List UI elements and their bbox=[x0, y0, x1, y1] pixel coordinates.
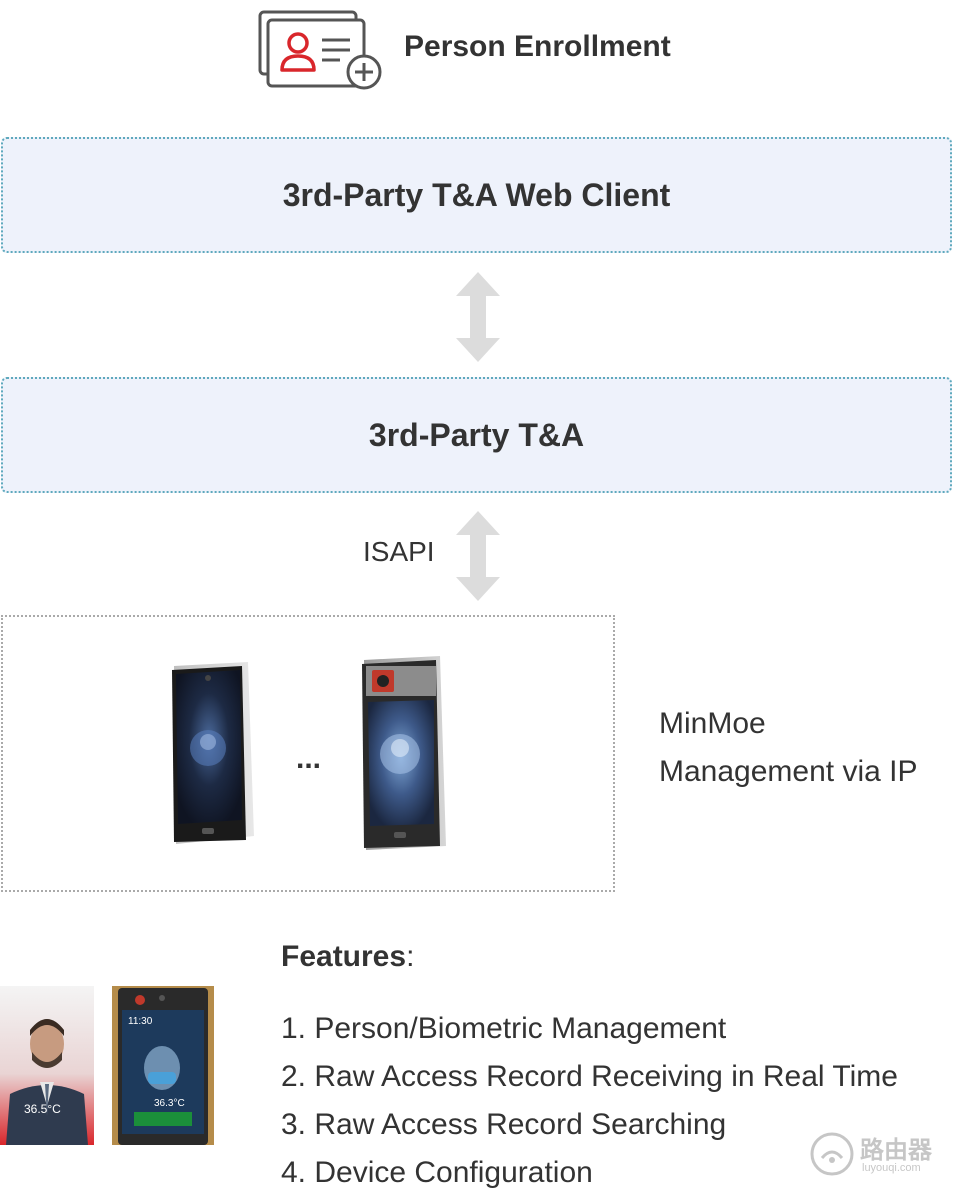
feature-item: 1. Person/Biometric Management bbox=[281, 1012, 727, 1045]
feature-item: 2. Raw Access Record Receiving in Real T… bbox=[281, 1060, 898, 1093]
ellipsis: ... bbox=[296, 742, 322, 775]
features-title: Features bbox=[281, 940, 407, 973]
feature-item: 3. Raw Access Record Searching bbox=[281, 1108, 727, 1141]
isapi-label: ISAPI bbox=[363, 536, 435, 567]
web-client-label: 3rd-Party T&A Web Client bbox=[282, 176, 671, 213]
device-caption-line2: Management via IP bbox=[659, 755, 918, 788]
face-terminal-device bbox=[172, 662, 254, 844]
bidirectional-arrow-icon bbox=[456, 511, 500, 601]
ta-label: 3rd-Party T&A bbox=[368, 416, 585, 453]
device-caption-line1: MinMoe bbox=[659, 707, 766, 740]
features-heading: Features: bbox=[281, 940, 414, 974]
terminal-photo: 11:30 36.3°C bbox=[112, 986, 214, 1145]
watermark: 路由器 luyouqi.com bbox=[810, 1128, 950, 1188]
enrollment-photo: 36.5°C bbox=[0, 986, 94, 1145]
face-terminal-device bbox=[362, 656, 446, 850]
watermark-sub: luyouqi.com bbox=[862, 1162, 921, 1174]
features-list: 1. Person/Biometric Management 2. Raw Ac… bbox=[281, 1005, 898, 1197]
terminal-photo-image bbox=[112, 986, 214, 1145]
page-title: Person Enrollment bbox=[404, 30, 671, 63]
temperature-readout: 36.3°C bbox=[154, 1098, 185, 1109]
time-readout: 11:30 bbox=[128, 1016, 153, 1027]
features-title-suffix: : bbox=[406, 940, 415, 973]
bidirectional-arrow-icon bbox=[456, 272, 500, 362]
person-photo-image bbox=[0, 986, 94, 1145]
device-group bbox=[1, 615, 615, 892]
feature-item: 4. Device Configuration bbox=[281, 1156, 593, 1189]
temperature-readout: 36.5°C bbox=[24, 1102, 61, 1116]
web-client-box: 3rd-Party T&A Web Client bbox=[1, 137, 952, 253]
watermark-main: 路由器 bbox=[860, 1137, 932, 1164]
ta-box: 3rd-Party T&A bbox=[1, 377, 952, 493]
id-card-add-icon bbox=[258, 10, 382, 90]
device-caption: MinMoe Management via IP bbox=[659, 700, 917, 796]
router-logo-icon bbox=[810, 1132, 854, 1176]
